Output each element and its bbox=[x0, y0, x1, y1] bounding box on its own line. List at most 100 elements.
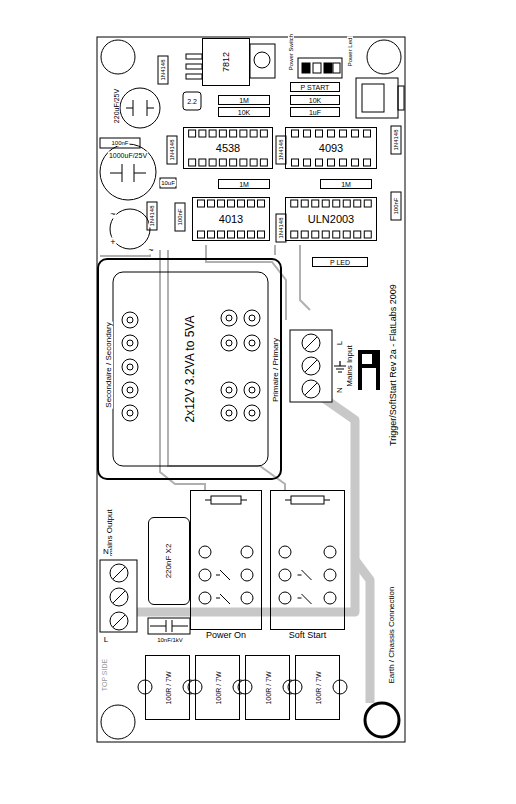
mounting-hole bbox=[101, 705, 135, 739]
silkscreen-label: 10uF bbox=[160, 180, 176, 186]
silkscreen-label: L bbox=[336, 340, 344, 346]
transformer-pin bbox=[226, 410, 232, 416]
ic-pad bbox=[328, 130, 335, 137]
ic-pad bbox=[209, 130, 216, 137]
part-value: 4093 bbox=[318, 143, 344, 154]
ic-pad bbox=[364, 200, 371, 207]
copper-trace bbox=[206, 245, 286, 320]
connector-header bbox=[313, 63, 321, 73]
copper-trace bbox=[274, 245, 276, 255]
diode-outline bbox=[160, 178, 176, 188]
transformer-pin bbox=[122, 382, 138, 398]
copper-trace bbox=[300, 245, 310, 310]
mains-band bbox=[355, 560, 370, 703]
part-value: 4013 bbox=[218, 214, 244, 225]
pad bbox=[122, 44, 371, 694]
mounting-hole bbox=[101, 40, 135, 74]
ic-pad bbox=[238, 200, 245, 207]
ic-pad bbox=[333, 200, 340, 207]
logo-mark bbox=[376, 352, 380, 388]
earth-symbol bbox=[334, 361, 346, 372]
ic-pad bbox=[209, 159, 216, 166]
ic-pad bbox=[316, 159, 323, 166]
part-value: 220nF X2 bbox=[165, 543, 173, 580]
silkscreen-label: 1N4148 bbox=[393, 128, 399, 151]
ic-package: 4093 bbox=[285, 127, 377, 169]
relay-pad bbox=[241, 569, 253, 581]
ic-pad bbox=[208, 200, 215, 207]
resistor-symbol: P START bbox=[290, 82, 340, 92]
ic-pad bbox=[230, 159, 237, 166]
diode-outline bbox=[158, 56, 168, 84]
ic-pad bbox=[316, 130, 323, 137]
logo-mark bbox=[360, 352, 374, 388]
regulator-pin bbox=[186, 74, 202, 79]
ic-pad bbox=[354, 200, 361, 207]
silkscreen-label: N bbox=[336, 386, 344, 394]
relay-outline: Power On bbox=[190, 490, 262, 630]
transformer-pin bbox=[127, 387, 133, 393]
copper-trace bbox=[100, 245, 310, 490]
relay-pad bbox=[199, 569, 211, 581]
ic-pad bbox=[248, 200, 255, 207]
connector-header bbox=[362, 84, 384, 112]
regulator-tab-hole bbox=[254, 52, 270, 68]
ic-pad bbox=[218, 231, 225, 238]
ic-pad bbox=[260, 159, 267, 166]
screw-terminal bbox=[113, 567, 125, 627]
mounting-hole bbox=[365, 703, 399, 737]
transformer-pin bbox=[221, 310, 237, 326]
relay-internals bbox=[199, 496, 253, 604]
switch-symbol bbox=[298, 570, 312, 604]
resistor-symbol: 1uF bbox=[290, 107, 340, 117]
ic-package: ULN2003 bbox=[285, 197, 377, 241]
transformer-pin bbox=[249, 315, 255, 321]
transformer-inner-outline bbox=[113, 272, 268, 466]
power-resistor: 100R / 7W bbox=[145, 655, 190, 720]
regulator-package: 7812 bbox=[202, 38, 250, 86]
transformer-pin bbox=[226, 387, 232, 393]
diode-outline bbox=[391, 192, 401, 220]
ic-pad bbox=[258, 231, 265, 238]
transformer-pin bbox=[127, 317, 133, 323]
screw-terminal bbox=[100, 330, 332, 632]
power-resistor: 100R / 7W bbox=[295, 655, 340, 720]
copper-trace bbox=[160, 250, 205, 490]
copper-trace bbox=[100, 250, 150, 256]
silkscreen-label: 100nF bbox=[393, 196, 399, 215]
ic-pad bbox=[218, 200, 225, 207]
transformer-pin bbox=[221, 405, 237, 421]
ic-pad bbox=[354, 231, 361, 238]
silkscreen-label: 1N4148 bbox=[160, 58, 166, 81]
capacitor-symbol bbox=[183, 92, 201, 110]
transformer-pin bbox=[122, 312, 138, 328]
diode-outline bbox=[175, 203, 185, 231]
part-value: 100R / 7W bbox=[264, 670, 271, 705]
relay-pad bbox=[279, 592, 291, 604]
ic-pad bbox=[250, 159, 257, 166]
ic-pad bbox=[291, 231, 298, 238]
silkscreen-label: Power Switch bbox=[288, 33, 294, 71]
resistor-symbol: 10K bbox=[290, 95, 340, 105]
relay-name: Soft Start bbox=[288, 631, 328, 640]
part-value: 1M bbox=[238, 181, 250, 188]
part-value: 7812 bbox=[222, 51, 231, 73]
screw-terminal bbox=[290, 330, 332, 402]
relay-internals bbox=[279, 496, 336, 604]
silkscreen-label: 2.2 bbox=[186, 98, 198, 105]
ic-pad bbox=[250, 130, 257, 137]
ic-pad bbox=[322, 200, 329, 207]
ic-pad bbox=[208, 231, 215, 238]
ic-pad bbox=[219, 130, 226, 137]
ic-pad bbox=[291, 200, 298, 207]
transformer-pin bbox=[249, 387, 255, 393]
ic-pad bbox=[199, 130, 206, 137]
resistor-symbol: 1M bbox=[320, 179, 372, 189]
silkscreen-label: N bbox=[102, 548, 110, 556]
silkscreen-label: ~ bbox=[109, 210, 116, 219]
ic-pad bbox=[238, 231, 245, 238]
capacitor-symbol bbox=[126, 100, 154, 116]
power-resistor: 100R / 7W bbox=[245, 655, 290, 720]
ic-pad bbox=[198, 200, 205, 207]
